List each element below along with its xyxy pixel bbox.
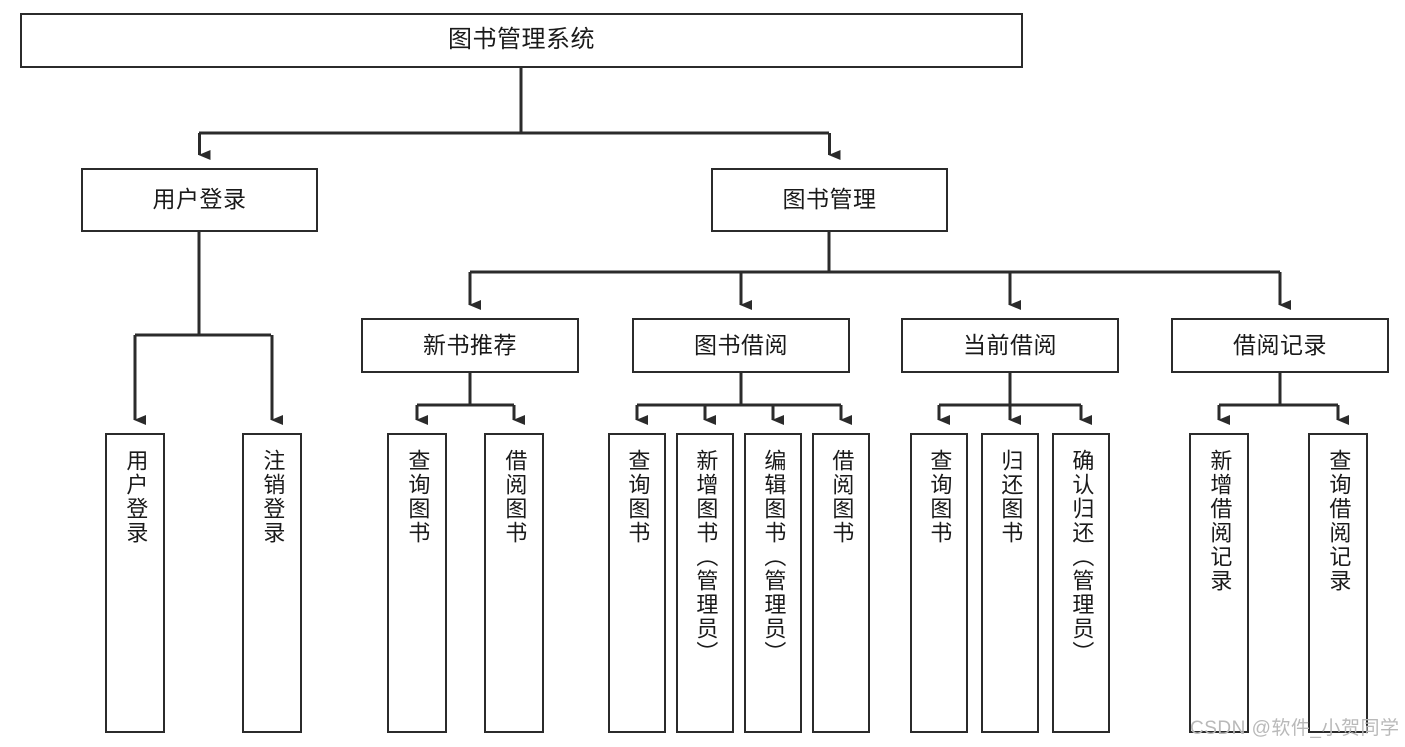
node-label: 借阅图书 — [829, 449, 855, 545]
node-label: 图书管理系统 — [448, 26, 595, 54]
node-label: 查询图书 — [625, 449, 651, 545]
node-label: 借阅图书 — [502, 449, 528, 545]
node-leaf-query-book-3[interactable]: 查询图书 — [910, 433, 968, 733]
node-book-manage[interactable]: 图书管理 — [711, 168, 948, 232]
node-leaf-query-book-1[interactable]: 查询图书 — [387, 433, 447, 733]
node-leaf-add-record[interactable]: 新增借阅记录 — [1189, 433, 1249, 733]
csdn-watermark: CSDN @软件_小贺同学 — [1190, 718, 1400, 739]
node-label: 图书借阅 — [694, 331, 788, 358]
node-leaf-user-logout[interactable]: 注销登录 — [242, 433, 302, 733]
node-label: 新增借阅记录 — [1207, 449, 1233, 593]
node-label: 新书推荐 — [423, 331, 517, 358]
node-label: 查询借阅记录 — [1326, 449, 1352, 593]
node-leaf-add-book[interactable]: 新增图书（管理员） — [676, 433, 734, 733]
node-label: 用户登录 — [123, 449, 149, 545]
node-label: 归还图书 — [998, 449, 1024, 545]
node-leaf-query-book-2[interactable]: 查询图书 — [608, 433, 666, 733]
node-label: 新增图书（管理员） — [693, 449, 719, 665]
node-label: 用户登录 — [152, 186, 247, 213]
node-new-book-recommend[interactable]: 新书推荐 — [361, 318, 579, 373]
node-label: 图书管理 — [782, 186, 877, 213]
node-label: 查询图书 — [927, 449, 953, 545]
node-label: 查询图书 — [405, 449, 431, 545]
node-borrow-record[interactable]: 借阅记录 — [1171, 318, 1389, 373]
node-leaf-confirm-return[interactable]: 确认归还（管理员） — [1052, 433, 1110, 733]
node-label: 借阅记录 — [1233, 331, 1327, 358]
node-leaf-user-login[interactable]: 用户登录 — [105, 433, 165, 733]
node-label: 确认归还（管理员） — [1069, 449, 1095, 665]
node-leaf-query-record[interactable]: 查询借阅记录 — [1308, 433, 1368, 733]
node-user-login[interactable]: 用户登录 — [81, 168, 318, 232]
node-root-system[interactable]: 图书管理系统 — [20, 13, 1023, 68]
node-label: 注销登录 — [260, 449, 286, 545]
node-leaf-borrow-book-1[interactable]: 借阅图书 — [484, 433, 544, 733]
node-book-borrow[interactable]: 图书借阅 — [632, 318, 850, 373]
node-leaf-return-book[interactable]: 归还图书 — [981, 433, 1039, 733]
node-leaf-edit-book[interactable]: 编辑图书（管理员） — [744, 433, 802, 733]
node-label: 编辑图书（管理员） — [761, 449, 787, 665]
node-leaf-borrow-book-2[interactable]: 借阅图书 — [812, 433, 870, 733]
node-label: 当前借阅 — [963, 331, 1057, 358]
node-current-borrow[interactable]: 当前借阅 — [901, 318, 1119, 373]
